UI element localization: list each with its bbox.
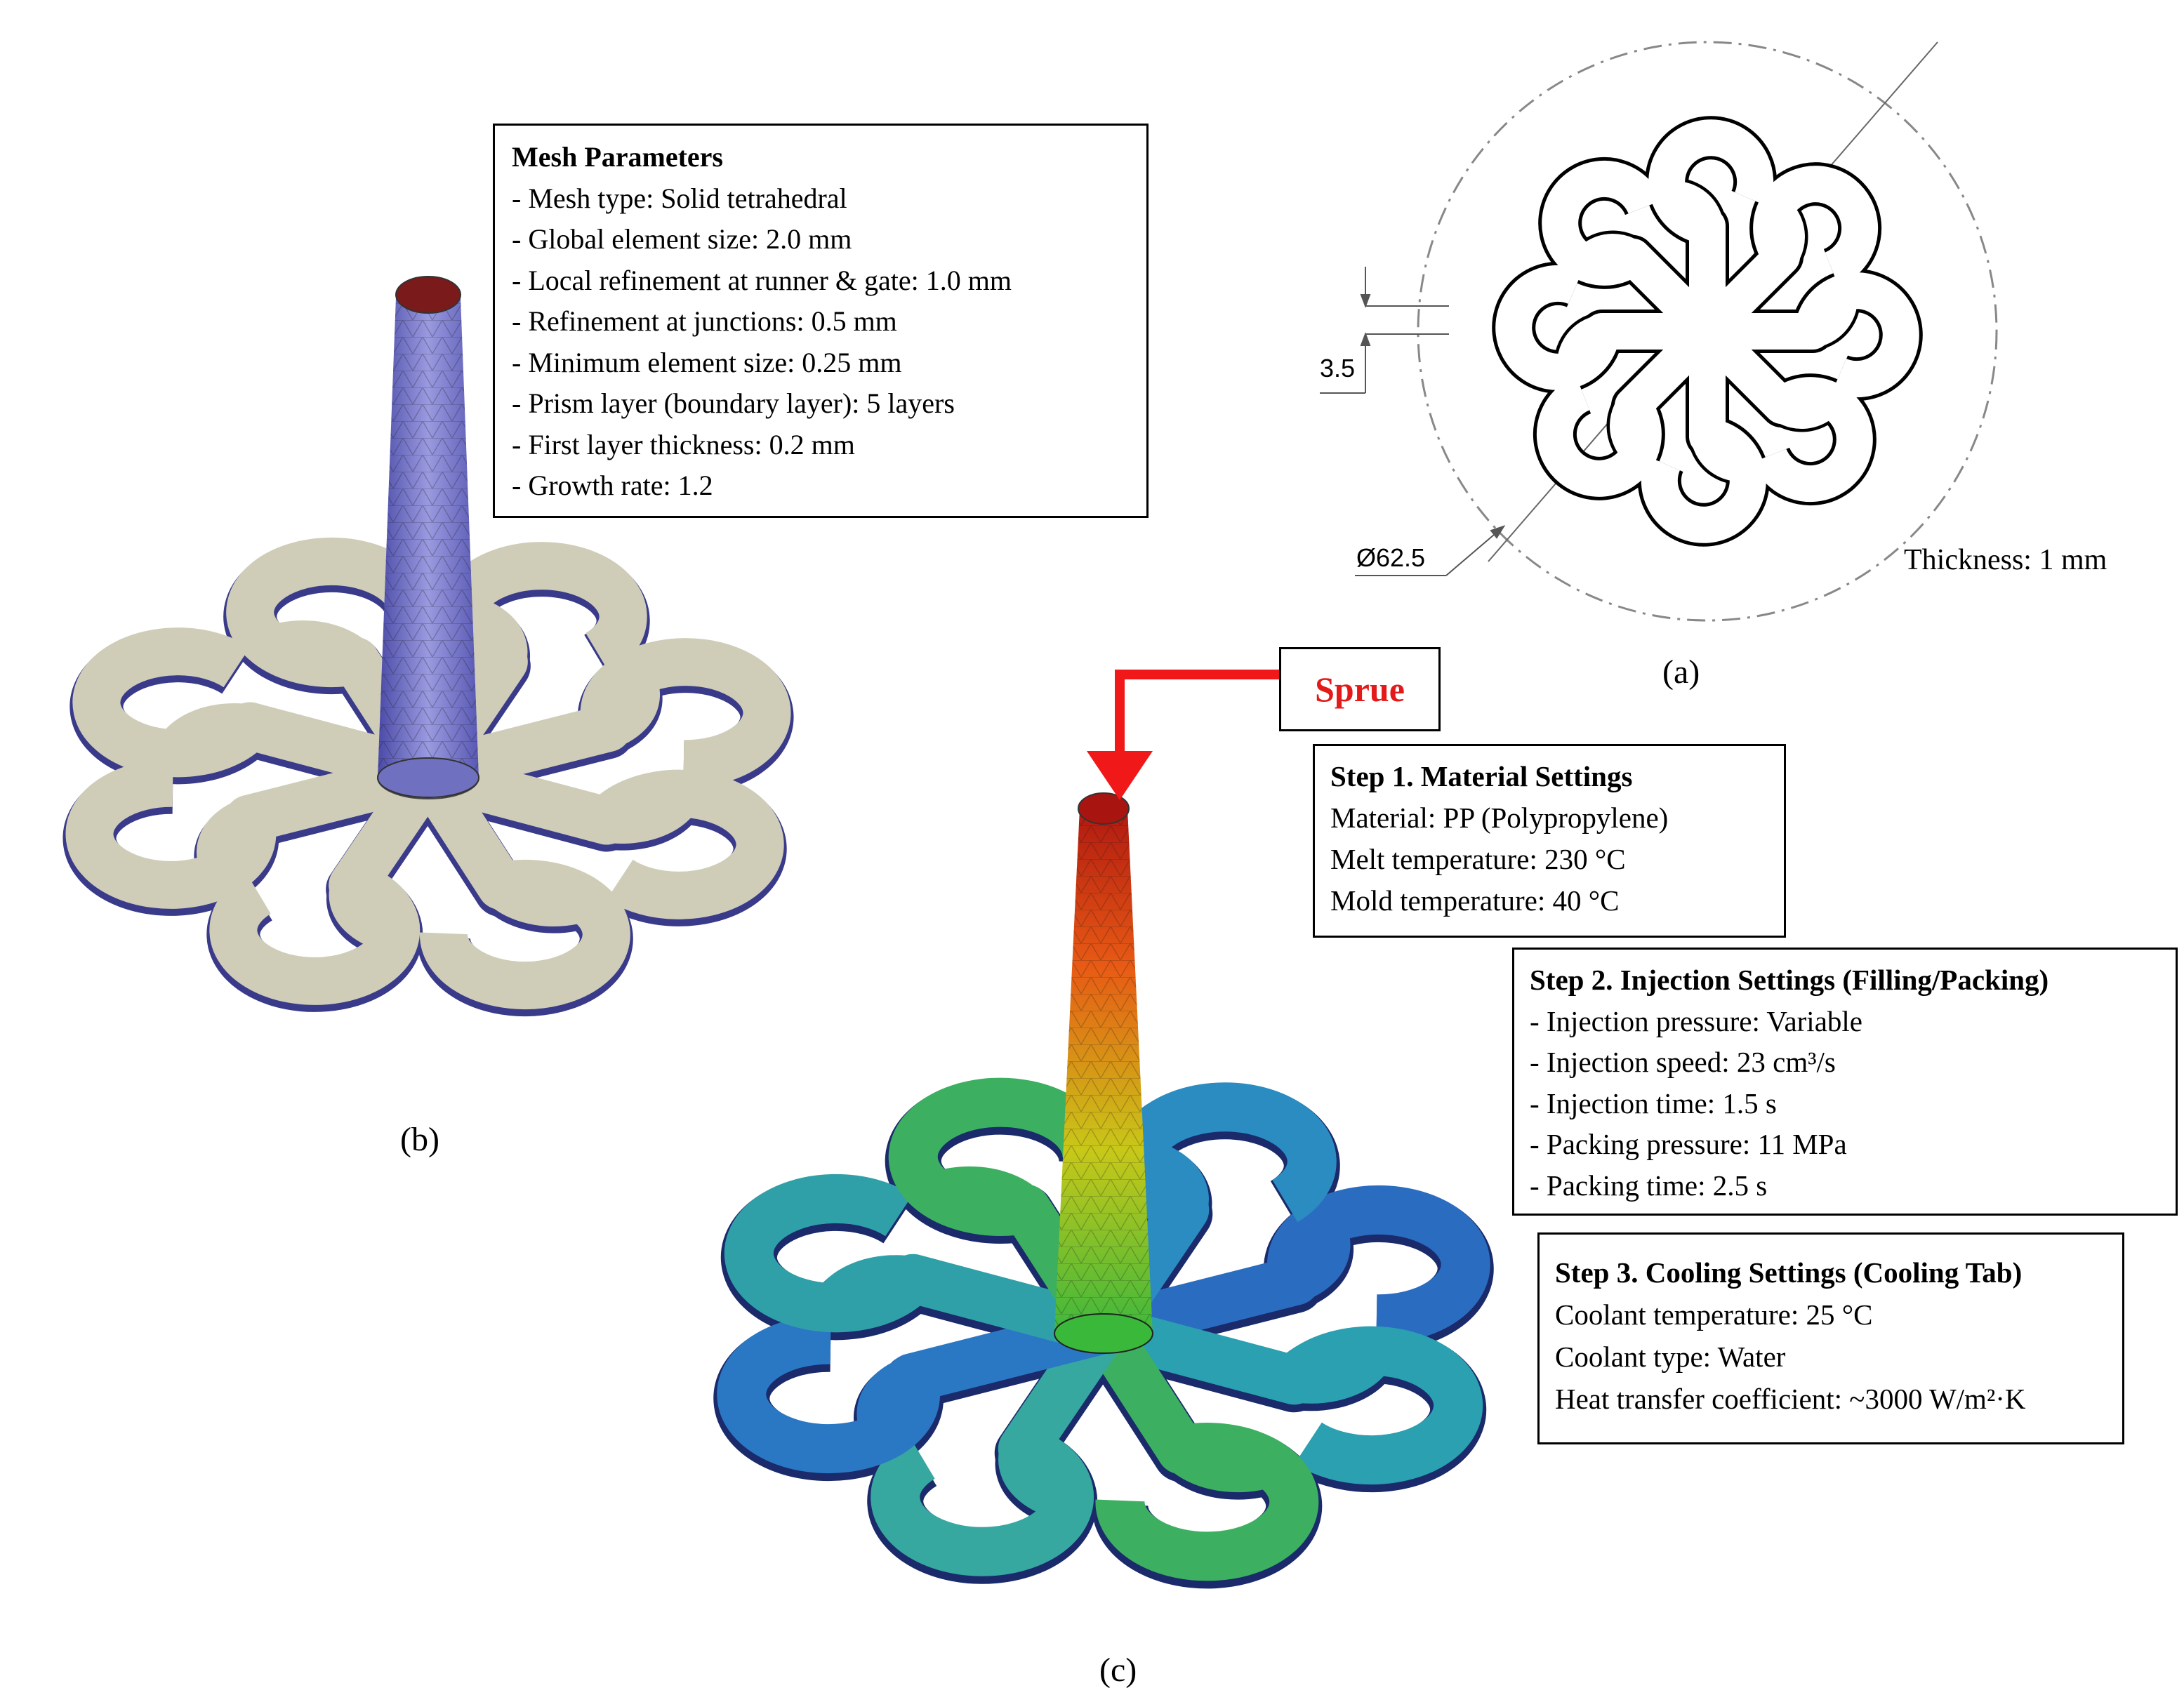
mesh-petal-inner-hook [197, 798, 257, 896]
sprue-label-box: Sprue [1279, 647, 1441, 731]
technical-drawing [1320, 41, 1998, 622]
mesh-petal-inner-hook [603, 783, 705, 844]
mesh-model [62, 276, 794, 1017]
mesh-param-item: - Growth rate: 1.2 [512, 470, 713, 501]
dimension-diameter [1355, 525, 1506, 576]
caption-c: (c) [1099, 1651, 1137, 1689]
outer-diameter-circle [1417, 41, 1998, 622]
step1-material-box: Step 1. Material Settings Material: PP (… [1313, 744, 1786, 938]
step1-title: Step 1. Material Settings [1330, 760, 1633, 792]
mesh-petal-inner-hook [484, 870, 605, 927]
result-sprue [1054, 792, 1153, 1354]
caption-b: (b) [400, 1121, 439, 1158]
result-petal-inner-hook [998, 1440, 1084, 1523]
step3-item: Coolant temperature: 25 °C [1555, 1298, 1873, 1331]
simulation-model [713, 670, 1494, 1589]
mesh-parameters-title: Mesh Parameters [512, 141, 723, 173]
step2-title: Step 2. Injection Settings (Filling/Pack… [1530, 964, 2049, 996]
step2-item: - Packing time: 2.5 s [1530, 1169, 1768, 1202]
mesh-param-item: - Mesh type: Solid tetrahedral [512, 182, 847, 214]
gap-dimension-label: 3.5 [1320, 354, 1356, 383]
result-petal-inner-hook [809, 1255, 917, 1320]
mesh-petal-inner-hook [329, 877, 410, 955]
step2-item: - Injection pressure: Variable [1530, 1004, 1862, 1037]
mesh-sprue [377, 276, 479, 799]
caption-a: (a) [1662, 653, 1700, 691]
drawing-petal-inner-inner-hook [1610, 396, 1653, 471]
step2-item: - Injection speed: 23 cm³/s [1530, 1046, 1836, 1078]
step1-item: Mold temperature: 40 °C [1330, 884, 1620, 917]
result-petal-inner-hook [1290, 1339, 1398, 1404]
mesh-param-item: - Global element size: 2.0 mm [512, 223, 852, 255]
result-petal-inner-hook [1287, 1199, 1351, 1302]
drawing-petal-inner-inner-hook [1568, 234, 1643, 277]
mesh-parameters-box: Mesh Parameters - Mesh type: Solid tetra… [493, 124, 1149, 518]
mesh-petal-inner-hook [251, 620, 372, 677]
step3-title: Step 3. Cooling Settings (Cooling Tab) [1555, 1256, 2023, 1289]
result-petal-hook [717, 1315, 941, 1474]
result-petal-hook [1266, 1185, 1490, 1344]
drawing-petal-inner-inner-hook [1690, 433, 1758, 482]
drawing-petal-inner-inner-hook [1556, 314, 1606, 382]
mesh-param-item: - Minimum element size: 0.25 mm [512, 346, 902, 378]
mesh-petal-inner-hook [600, 651, 660, 749]
step2-injection-box: Step 2. Injection Settings (Filling/Pack… [1512, 948, 2178, 1216]
mesh-param-item: - Local refinement at runner & gate: 1.0… [512, 264, 1012, 296]
mesh-param-item: - First layer thickness: 0.2 mm [512, 428, 855, 460]
result-petal-inner-hook [915, 1166, 1043, 1225]
drawing-petal-inner-inner-hook [1772, 385, 1847, 429]
sprue-label: Sprue [1315, 670, 1405, 709]
step3-item: Coolant type: Water [1555, 1341, 1786, 1373]
drawing-petal-inner-inner-hook [1809, 281, 1858, 348]
mesh-param-item: - Refinement at junctions: 0.5 mm [512, 305, 897, 337]
step3-item: Heat transfer coefficient: ~3000 W/m²·K [1555, 1383, 2026, 1415]
step2-item: - Injection time: 1.5 s [1530, 1086, 1777, 1119]
drawing-petal-inner-inner-hook [1657, 180, 1724, 230]
sprue-arrow [1087, 670, 1280, 800]
petal-outlines [1492, 116, 1923, 547]
diameter-dimension-label: Ø62.5 [1356, 543, 1426, 572]
step1-item: Melt temperature: 230 °C [1330, 843, 1626, 875]
mesh-param-item: - Prism layer (boundary layer): 5 layers [512, 387, 955, 419]
thickness-label: Thickness: 1 mm [1904, 544, 2107, 576]
dimension-gap [1320, 267, 1449, 394]
drawing-petal-inner-inner-hook [1761, 192, 1805, 267]
mesh-petal-inner-hook [152, 703, 253, 764]
step1-item: Material: PP (Polypropylene) [1330, 802, 1669, 834]
step2-item: - Packing pressure: 11 MPa [1530, 1128, 1847, 1160]
result-petal-inner-hook [1165, 1434, 1292, 1493]
result-petal-inner-hook [856, 1357, 920, 1459]
step3-cooling-box: Step 3. Cooling Settings (Cooling Tab) C… [1537, 1232, 2124, 1444]
